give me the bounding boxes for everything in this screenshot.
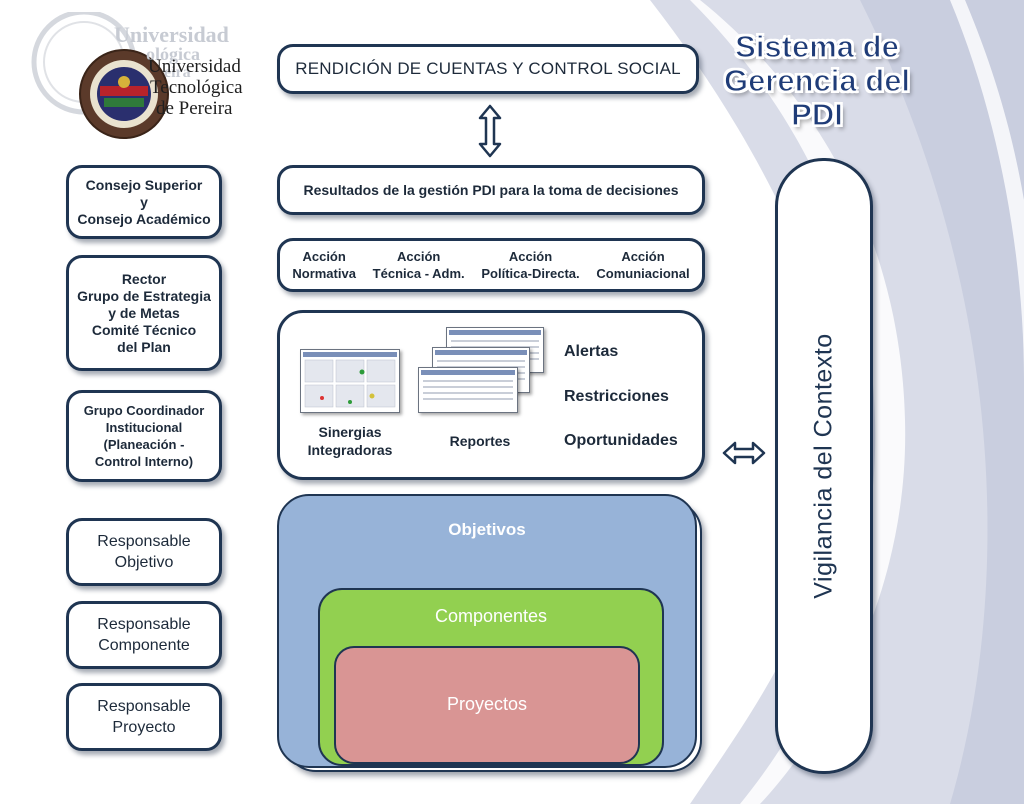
context-monitoring-label: Vigilancia del Contexto (809, 333, 838, 599)
context-monitoring-box: Vigilancia del Contexto (775, 158, 873, 774)
proyectos-label: Proyectos (446, 694, 528, 714)
rector-box: Rector Grupo de Estrategia y de Metas Co… (66, 255, 222, 371)
action-normativa: Acción Normativa (292, 248, 356, 282)
action-label: Acción (396, 249, 441, 264)
calendar-thumbnail (300, 349, 400, 413)
restrictions-label: Restricciones (564, 388, 669, 405)
logo-ghost-line2: ológica (146, 44, 200, 64)
resp-proyecto-line1: Responsable (97, 698, 191, 715)
action-type: Política-Directa. (481, 266, 580, 281)
accountability-title: RENDICIÓN DE CUENTAS Y CONTROL SOCIAL (295, 59, 681, 78)
proyectos-box: Proyectos (334, 646, 640, 764)
resp-objetivo-line1: Responsable (97, 533, 191, 550)
resp-objetivo-line2: Objetivo (114, 554, 174, 571)
resp-proyecto-line2: Proyecto (112, 719, 176, 736)
rector-line2: Grupo de Estrategia (77, 287, 211, 304)
system-title-line2: Gerencia del (723, 63, 911, 98)
objetivos-label: Objetivos (448, 520, 526, 539)
university-logo: Universidad ológica eira Universidad Tec… (14, 12, 254, 142)
horizontal-double-arrow-icon (722, 441, 766, 465)
alerts-label: Alertas (564, 343, 619, 360)
consejo-line3: Consejo Académico (77, 210, 211, 227)
accountability-box: RENDICIÓN DE CUENTAS Y CONTROL SOCIAL (277, 44, 699, 94)
report-thumbnail-front (418, 367, 518, 413)
opportunities-label: Oportunidades (564, 432, 678, 449)
grupo-line3: (Planeación - (103, 437, 185, 452)
action-label: Acción (621, 249, 665, 264)
responsable-proyecto-box: Responsable Proyecto (66, 683, 222, 751)
rector-line5: del Plan (117, 338, 171, 355)
sinergias-line1: Sinergias (318, 424, 382, 440)
action-comunicacional: Acción Comuniacional (596, 248, 689, 282)
consejo-line2: y (140, 193, 148, 210)
system-title-line1: Sistema de (735, 29, 900, 64)
action-type: Comuniacional (596, 266, 690, 281)
rector-line4: Comité Técnico (91, 321, 197, 338)
componentes-label: Componentes (434, 606, 548, 626)
logo-line1: Universidad (148, 56, 241, 77)
grupo-line4: Control Interno) (94, 454, 194, 469)
system-title-line3: PDI (791, 97, 844, 132)
responsable-objetivo-box: Responsable Objetivo (66, 518, 222, 586)
results-box: Resultados de la gestión PDI para la tom… (277, 165, 705, 215)
logo-line3: de Pereira (156, 98, 233, 119)
seal-icon (31, 12, 169, 139)
grupo-line2: Institucional (105, 420, 183, 435)
consejo-line1: Consejo Superior (85, 176, 203, 193)
sinergias-line2: Integradoras (307, 442, 393, 458)
grupo-coordinador-box: Grupo Coordinador Institucional (Planeac… (66, 390, 222, 482)
rector-line3: y de Metas (108, 304, 180, 321)
logo-ghost-line1: Universidad (114, 22, 229, 47)
action-label: Acción (508, 249, 553, 264)
system-title: Sistema de Gerencia del PDI (722, 29, 912, 132)
logo-line2: Tecnológica (150, 77, 243, 98)
vertical-double-arrow-icon (478, 104, 502, 158)
action-type: Técnica - Adm. (372, 266, 465, 281)
sinergias-label: Sinergias Integradoras (294, 423, 406, 459)
reportes-label: Reportes (449, 433, 511, 449)
action-politica: Acción Política-Directa. (481, 248, 579, 282)
consejo-box: Consejo Superior y Consejo Académico (66, 165, 222, 239)
resp-componente-line2: Componente (98, 637, 190, 654)
resp-componente-line1: Responsable (97, 616, 191, 633)
responsable-componente-box: Responsable Componente (66, 601, 222, 669)
results-text: Resultados de la gestión PDI para la tom… (303, 182, 679, 198)
logo-ghost-line3: eira (164, 64, 191, 81)
action-label: Acción (302, 249, 346, 264)
actions-box: Acción Normativa Acción Técnica - Adm. A… (277, 238, 705, 292)
action-type: Normativa (292, 266, 356, 281)
calendar-grid-icon (304, 359, 396, 408)
monitoring-box: Sinergias Integradoras Reportes Alertas … (277, 310, 705, 480)
action-tecnica: Acción Técnica - Adm. (373, 248, 465, 282)
rector-line1: Rector (121, 270, 167, 287)
grupo-line1: Grupo Coordinador (83, 403, 205, 418)
